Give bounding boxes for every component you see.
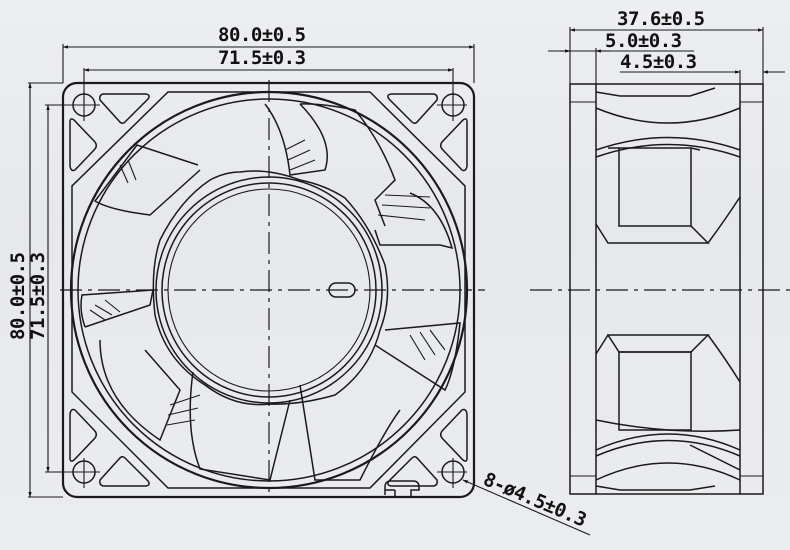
cable-clip (384, 480, 420, 497)
side-lower-window (595, 334, 741, 491)
hole-bottom-right (437, 458, 467, 488)
hole-bottom-left (70, 458, 100, 488)
hole-top-right (437, 91, 467, 121)
side-outline (569, 83, 764, 495)
dim-mounting-holes: 8-ø4.5±0.3 (480, 468, 589, 531)
side-upper-window (595, 87, 741, 244)
corner-cutouts (69, 93, 468, 487)
side-dimensions (548, 27, 785, 84)
side-view (530, 83, 790, 495)
dim-flange-thickness: 5.0±0.3 (605, 30, 682, 52)
front-view (60, 80, 485, 499)
fan-blades (80, 103, 461, 481)
front-dimensions (28, 44, 591, 536)
hole-top-left (70, 91, 100, 121)
dim-hole-pitch-horizontal: 71.5±0.3 (218, 47, 306, 69)
frame-octagon (71, 91, 466, 489)
dim-height-overall: 80.0±0.5 (7, 252, 29, 340)
dim-hole-pitch-vertical: 71.5±0.3 (27, 252, 49, 340)
dim-flange-offset: 4.5±0.3 (620, 51, 697, 73)
dim-depth-overall: 37.6±0.5 (617, 8, 705, 30)
blade-hatching (89, 139, 446, 426)
hub (152, 170, 389, 406)
dim-width-overall: 80.0±0.5 (218, 24, 306, 46)
hub-outer-irregular (152, 170, 389, 406)
